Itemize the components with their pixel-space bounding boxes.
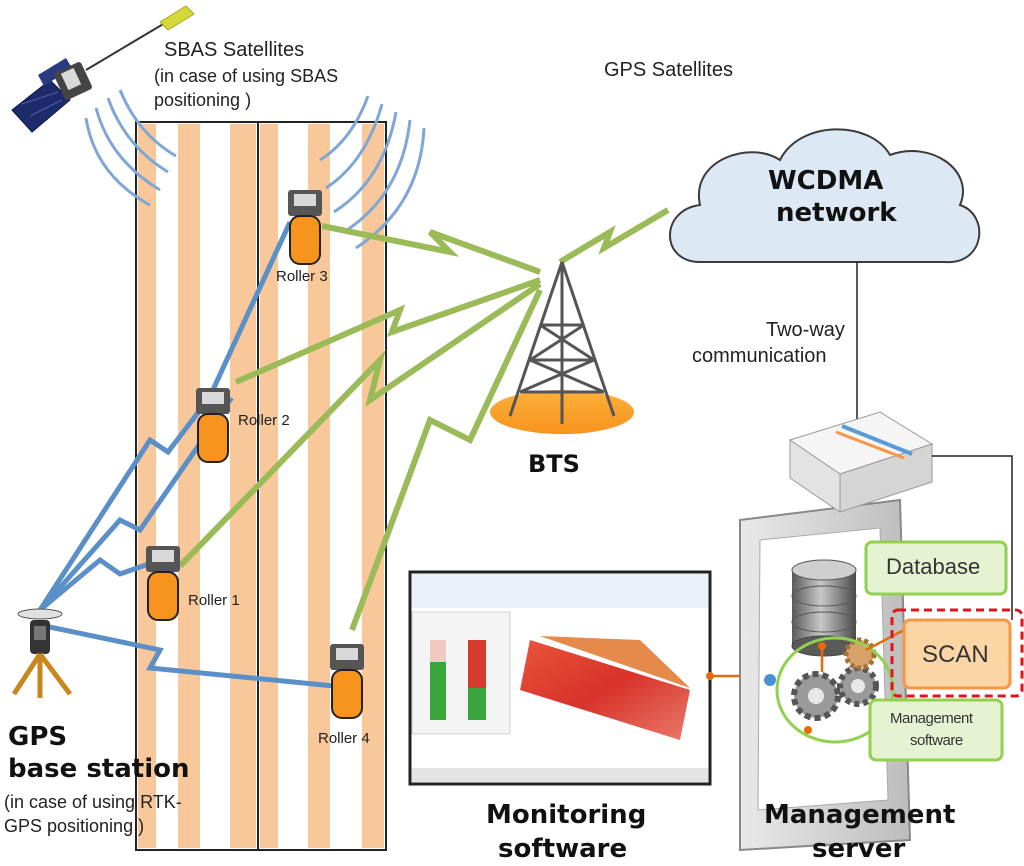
cloud-icon [669,128,981,264]
router-server-connector [932,455,1013,620]
sbas-note-line1: (in case of using SBAS [154,66,339,86]
wcdma-label-line1: WCDMA [768,166,884,196]
database-label: Database [886,554,981,579]
link-bts-wcdma [558,207,670,265]
link-roller3-bts [321,223,542,275]
roller-3-label: Roller 3 [276,268,328,285]
roller-icon [146,190,364,719]
base-station-note-line2: GPS positioning ) [4,816,145,836]
tower-icon [490,261,634,434]
two-way-line1: Two-way [766,319,845,341]
scan-dashed-border [890,608,1024,698]
sbas-note-line2: positioning ) [154,90,252,110]
roller-1-label: Roller 1 [188,592,240,609]
gps-link-roller4 [39,622,335,689]
router-icon [788,411,934,513]
link-roller1-bts [177,281,542,569]
satellite-icon [11,5,195,133]
gps-link-roller3 [38,220,293,612]
gps-satellites-title: GPS Satellites [604,59,733,81]
two-way-line2: communication [692,345,827,367]
monitoring-title-line2: software [498,834,628,864]
gps-link-roller1 [38,556,161,612]
base-station-title-line1: GPS [8,722,68,752]
wireless-links [177,207,670,632]
gps-links [37,220,335,689]
scan-label: SCAN [922,641,989,668]
scan-box [902,618,1012,690]
monitoring-title-line1: Monitoring [486,800,647,830]
sbas-satellites-title: SBAS Satellites [164,39,305,61]
base-station-note-line1: (in case of using RTK- [4,792,182,812]
legend-swatches [430,640,486,720]
gps-link-roller2 [37,408,202,612]
mgmt-software-line1: Management [890,710,973,727]
base-station-title-line2: base station [8,754,190,784]
bts-label: BTS [528,450,580,478]
management-software-box [868,698,1004,762]
link-roller2-bts [234,277,541,385]
gears-icon [791,637,879,721]
mgmt-software-line2: software [910,732,963,749]
gps-receiver-icon [11,608,72,698]
database-icon [791,559,857,657]
screen-icon [408,570,712,786]
roller-4-label: Roller 4 [318,730,370,747]
wcdma-label-line2: network [776,198,897,228]
server-title-line2: server [812,834,906,864]
server-title-line1: Management [764,800,956,830]
roller-2-label: Roller 2 [238,412,290,429]
link-roller4-bts [349,288,543,632]
management-highlight [775,636,895,744]
database-box [864,540,1008,596]
internal-connectors [820,628,905,672]
